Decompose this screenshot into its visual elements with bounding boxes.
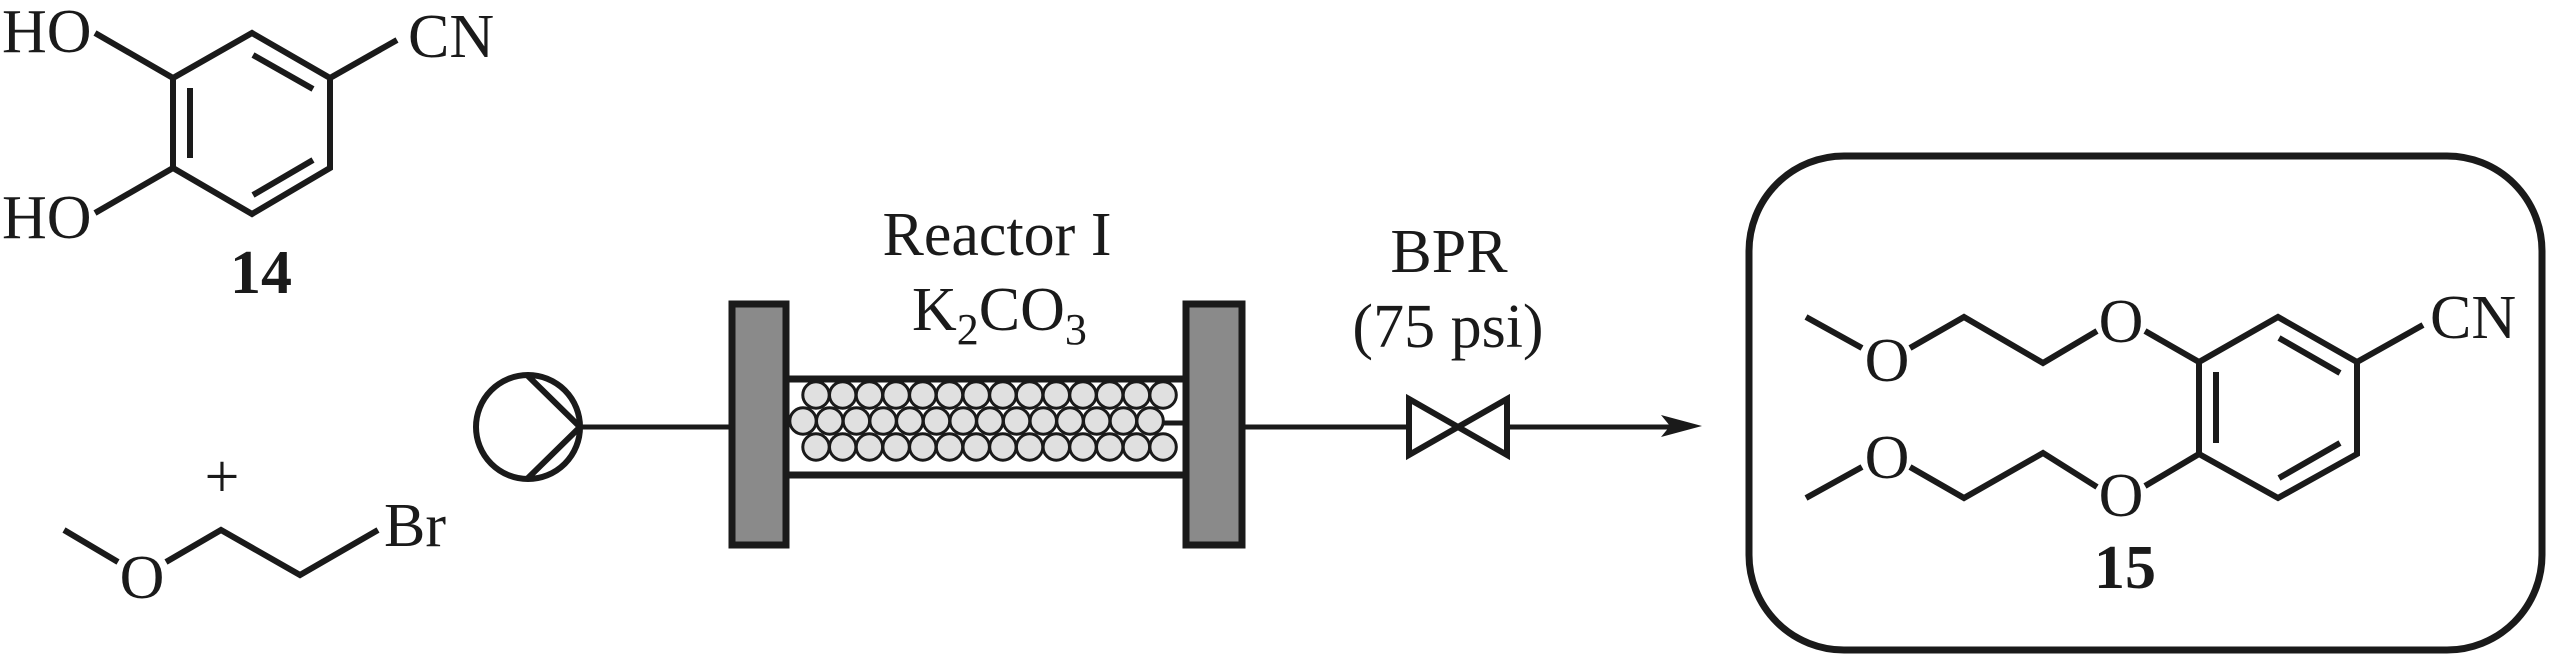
compound-14: HO HO CN 14 <box>2 0 494 307</box>
ring-outline <box>170 29 333 218</box>
reactor-reagent: K2CO3 <box>912 276 1087 354</box>
bond-cn <box>328 37 399 81</box>
ring-double-bond <box>251 157 315 198</box>
catalyst-bead <box>1041 380 1072 410</box>
ring-double-bond <box>251 52 315 92</box>
catalyst-bead <box>1121 432 1152 462</box>
benzene-ring-14 <box>170 29 333 218</box>
catalyst-bead <box>988 380 1018 410</box>
product-box: O O O O CN 15 <box>1745 152 2546 654</box>
reactor-inlet-flange <box>728 300 790 549</box>
bond-oh-bottom <box>93 165 175 216</box>
catalyst-bead <box>1135 406 1165 436</box>
pump-icon <box>473 372 585 482</box>
catalyst-bead <box>1148 432 1178 462</box>
catalyst-bead <box>1095 432 1125 462</box>
reactor-title: Reactor I <box>883 201 1112 269</box>
packed-bed <box>788 380 1178 462</box>
catalyst-bead <box>881 380 911 410</box>
catalyst-bead <box>961 380 991 410</box>
bpr-title: BPR <box>1390 218 1508 286</box>
catalyst-bead <box>881 432 911 462</box>
reactor-outlet-flange <box>1182 300 1246 549</box>
bond-chain-upper <box>1908 313 2099 367</box>
catalyst-bead <box>801 380 831 410</box>
ring-double-bond <box>2277 335 2342 376</box>
catalyst-bead <box>1014 432 1045 462</box>
catalyst-bead <box>908 432 938 462</box>
nitrile-label: CN <box>408 3 494 71</box>
catalyst-bead <box>828 380 858 410</box>
back-pressure-regulator: BPR (75 psi) <box>1352 218 1544 461</box>
catalyst-bead <box>1095 380 1125 410</box>
catalyst-bead <box>975 406 1005 436</box>
catalyst-bead <box>895 406 925 436</box>
catalyst-bead <box>908 380 938 410</box>
catalyst-bead <box>1028 406 1059 436</box>
bond-o-ring-lower <box>2143 451 2201 489</box>
catalyst-bead <box>828 432 858 462</box>
catalyst-bead <box>921 406 952 436</box>
bond-cn <box>2355 322 2425 365</box>
methoxy-oxygen-lower: O <box>1865 424 1910 492</box>
hydroxyl-top-label: HO <box>2 0 92 66</box>
methoxy-oxygen-upper: O <box>1865 327 1910 395</box>
catalyst-bead <box>1108 406 1139 436</box>
ether-oxygen-upper: O <box>2099 288 2144 356</box>
bond-chain <box>164 526 380 579</box>
catalyst-bead <box>988 432 1018 462</box>
alkyl-bromide: O Br <box>62 492 446 612</box>
catalyst-bead <box>961 432 991 462</box>
catalyst-bead <box>868 406 898 436</box>
catalyst-bead <box>1121 380 1152 410</box>
valve-icon <box>1406 393 1510 461</box>
bond-methyl-upper <box>1804 314 1864 351</box>
plus-sign: + <box>205 443 240 511</box>
ether-oxygen-label: O <box>120 544 165 612</box>
bond-oh-top <box>93 30 175 81</box>
catalyst-bead <box>1082 406 1112 436</box>
catalyst-bead <box>948 406 978 436</box>
arrow-head-icon <box>1661 415 1702 437</box>
catalyst-bead <box>1001 406 1032 436</box>
bond-methyl <box>62 527 120 565</box>
catalyst-bead <box>854 432 885 462</box>
ring-double-bond <box>2277 440 2342 481</box>
catalyst-bead <box>1055 406 1085 436</box>
catalyst-bead <box>1148 380 1178 410</box>
bpr-pressure: (75 psi) <box>1352 293 1543 361</box>
catalyst-bead <box>801 432 831 462</box>
bond-methyl-lower <box>1804 464 1864 501</box>
catalyst-bead <box>1014 380 1045 410</box>
reactor-i: Reactor I K2CO3 <box>728 201 1246 549</box>
nitrile-label: CN <box>2430 284 2516 352</box>
catalyst-bead <box>934 432 965 462</box>
catalyst-bead <box>934 380 965 410</box>
catalyst-bead <box>1068 432 1098 462</box>
catalyst-bead <box>815 406 845 436</box>
catalyst-bead <box>788 406 818 436</box>
bond-o-ring-upper <box>2143 328 2201 365</box>
ether-oxygen-lower: O <box>2099 462 2144 530</box>
compound-label-15: 15 <box>2094 534 2156 602</box>
benzene-ring-15 <box>2196 313 2360 502</box>
bond-chain-lower <box>1908 449 2099 502</box>
product-frame <box>1745 152 2546 654</box>
catalyst-bead <box>854 380 885 410</box>
ring-outline <box>2196 313 2360 502</box>
catalyst-bead <box>841 406 872 436</box>
catalyst-bead <box>1041 432 1072 462</box>
hydroxyl-bottom-label: HO <box>2 184 92 252</box>
catalyst-bead <box>1068 380 1098 410</box>
compound-label-14: 14 <box>230 239 292 307</box>
bromine-label: Br <box>384 492 446 560</box>
